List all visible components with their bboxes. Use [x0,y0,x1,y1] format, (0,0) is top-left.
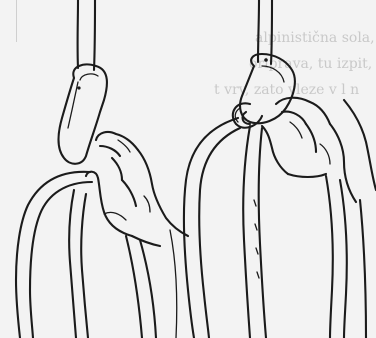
right-figure [184,0,376,338]
right-rope-strands [184,118,366,338]
right-hand [262,98,376,202]
left-top-rope [78,0,95,70]
left-rope-strands [16,172,177,338]
left-carabiner [59,65,107,164]
left-figure [16,0,188,338]
left-hand [86,132,188,246]
right-carabiner [240,54,295,123]
